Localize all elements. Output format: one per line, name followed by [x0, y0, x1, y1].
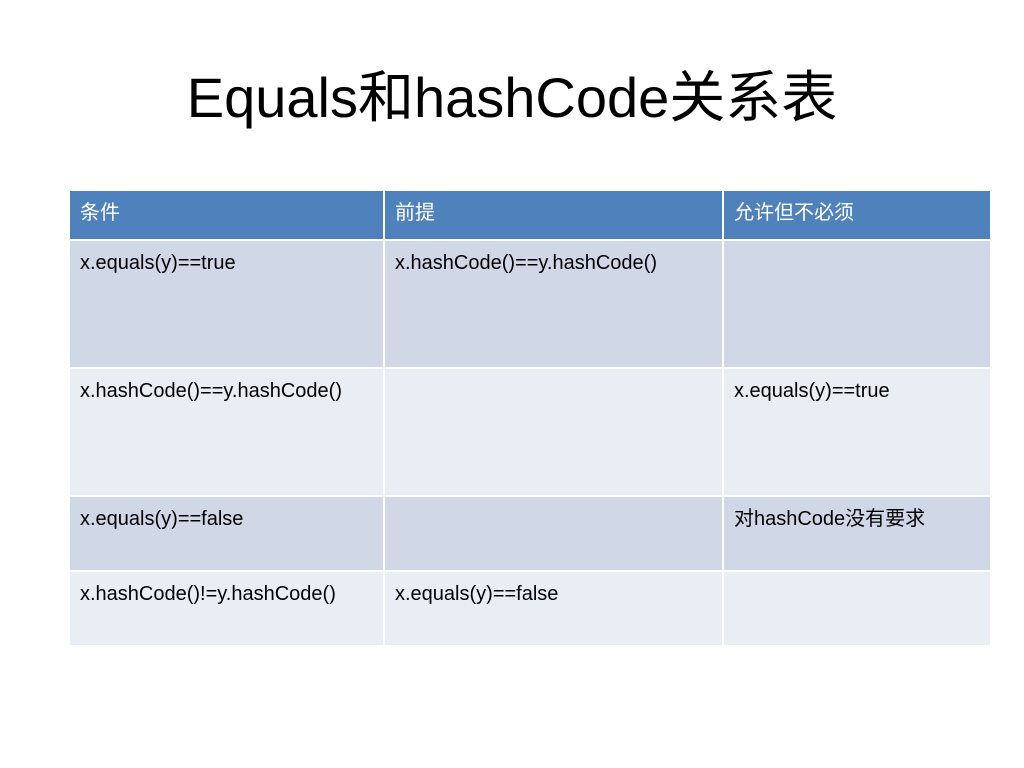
table-row: x.equals(y)==false 对hashCode没有要求	[68, 495, 992, 572]
table-cell	[383, 495, 724, 572]
table-cell: x.equals(y)==false	[68, 495, 385, 572]
relationship-table: 条件 前提 允许但不必须 x.equals(y)==true x.hashCod…	[68, 189, 992, 647]
header-condition: 条件	[68, 189, 385, 241]
table-header-row: 条件 前提 允许但不必须	[68, 189, 992, 241]
header-premise: 前提	[383, 189, 724, 241]
table-cell	[383, 367, 724, 497]
table-cell	[722, 239, 992, 369]
table-row: x.equals(y)==true x.hashCode()==y.hashCo…	[68, 239, 992, 369]
table-cell	[722, 570, 992, 647]
table-cell: x.equals(y)==true	[722, 367, 992, 497]
table-row: x.hashCode()!=y.hashCode() x.equals(y)==…	[68, 570, 992, 647]
header-allowed-not-required: 允许但不必须	[722, 189, 992, 241]
table-cell: x.hashCode()==y.hashCode()	[383, 239, 724, 369]
table-cell: x.hashCode()==y.hashCode()	[68, 367, 385, 497]
table-cell: x.equals(y)==false	[383, 570, 724, 647]
table-row: x.hashCode()==y.hashCode() x.equals(y)==…	[68, 367, 992, 497]
table-cell: x.hashCode()!=y.hashCode()	[68, 570, 385, 647]
slide-title: Equals和hashCode关系表	[186, 66, 838, 129]
table-cell: 对hashCode没有要求	[722, 495, 992, 572]
table-cell: x.equals(y)==true	[68, 239, 385, 369]
